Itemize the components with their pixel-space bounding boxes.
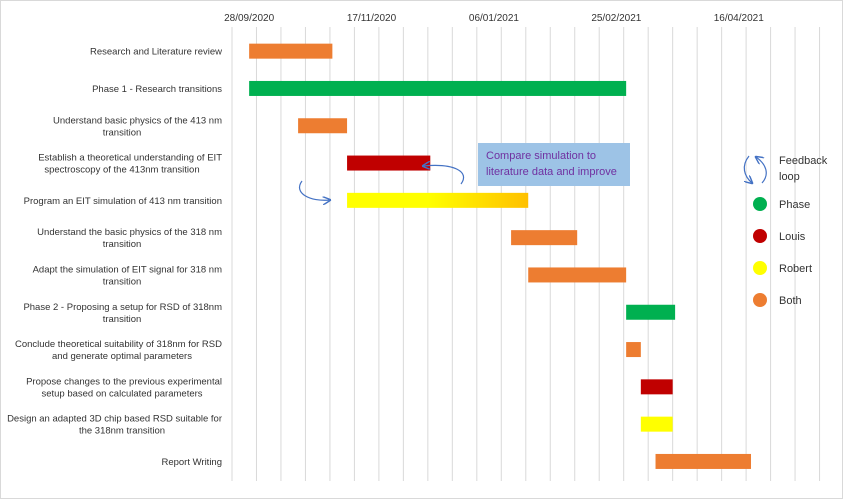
task-label: Conclude theoretical suitability of 318n… [15,339,222,362]
task-bar-phase [249,80,627,96]
task-bar-louis [640,379,673,395]
task-bar-both [528,267,627,283]
task-label: Design an adapted 3D chip based RSD suit… [7,414,222,437]
callout-arrow-left [299,180,330,200]
callout-box [478,143,630,186]
x-tick-label: 17/11/2020 [347,13,397,24]
legend-label-phase: Phase [779,199,810,211]
legend-label-louis: Louis [779,231,806,243]
task-bar-both [626,342,641,358]
task-label: Program an EIT simulation of 413 nm tran… [24,196,222,207]
task-label: Research and Literature review [90,47,222,58]
task-bar-phase [626,304,676,320]
task-label: Propose changes to the previous experime… [26,376,222,399]
x-tick-label: 28/09/2020 [224,13,274,24]
legend-marker-phase [753,197,767,211]
task-bar-robert [347,192,529,208]
task-label: Understand the basic physics of the 318 … [37,227,222,250]
x-axis-tick-labels: 28/09/2020 17/11/2020 06/01/2021 25/02/2021… [224,13,764,24]
legend-marker-both [753,293,767,307]
task-label: Phase 1 - Research transitions [92,84,222,95]
x-tick-label: 06/01/2021 [469,13,519,24]
task-label: Phase 2 - Proposing a setup for RSD of 3… [23,302,222,325]
legend-marker-louis [753,229,767,243]
task-bar-both [511,230,578,246]
task-bar-robert [640,416,673,432]
feedback-loop-icon-up [756,157,767,184]
task-bar-both [298,118,348,134]
legend-marker-robert [753,261,767,275]
gridlines [231,27,821,481]
x-tick-label: 25/02/2021 [591,13,641,24]
task-bar-both [655,453,752,469]
task-label: Report Writing [161,457,222,468]
task-label: Establish a theoretical understanding of… [38,153,222,176]
task-bar-both [249,43,333,59]
legend-label-robert: Robert [779,263,812,275]
task-bar-louis [347,155,431,171]
legend-label-both: Both [779,295,802,307]
feedback-loop-icon-down [743,155,752,183]
task-bars [249,43,752,469]
task-label: Adapt the simulation of EIT signal for 3… [33,264,222,287]
x-tick-label: 16/04/2021 [714,13,764,24]
callout-arrow-right [423,165,465,185]
